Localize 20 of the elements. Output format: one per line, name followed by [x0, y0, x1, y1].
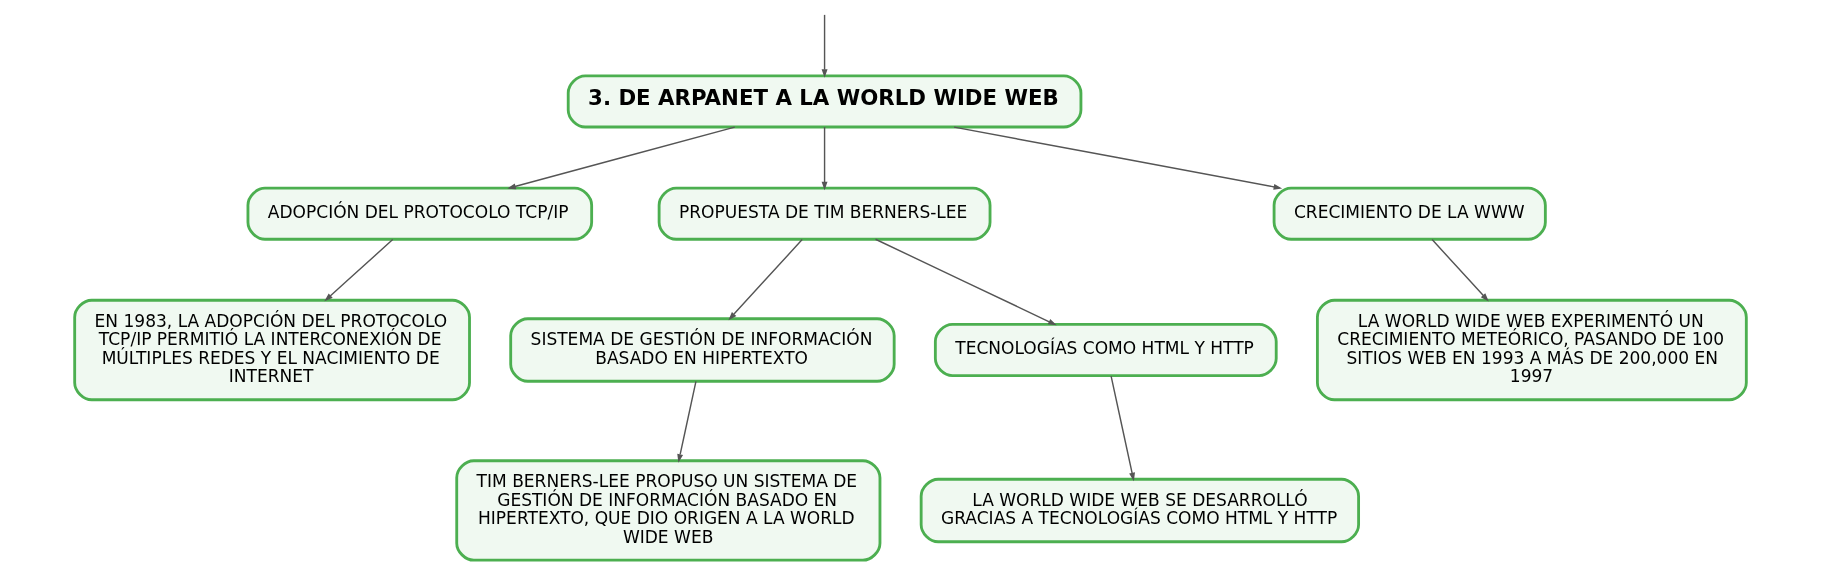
arrow [821, 14, 828, 78]
node-box: TIM BERNERS-LEE PROPUSO UN SISTEMA DE GESTIÓN DE INFORMACIÓN BASADO EN HIPERTEXTO, QUE DIO ORIGEN A LA WORLD WIDE WEB [455, 459, 882, 562]
node-box: 3. DE ARPANET A LA WORLD WIDE WEB [566, 74, 1083, 129]
node-box: ADOPCIÓN DEL PROTOCOLO TCP/IP [246, 186, 594, 241]
arrow [821, 126, 828, 191]
arrow [728, 238, 803, 321]
node-box: CRECIMIENTO DE LA WWW [1272, 186, 1547, 241]
arrow [874, 238, 1057, 326]
arrow [507, 126, 736, 190]
arrow [1431, 238, 1489, 302]
arrow [324, 238, 394, 302]
node-box: SISTEMA DE GESTIÓN DE INFORMACIÓN BASADO EN HIPERTEXTO [509, 317, 896, 383]
node-box: TECNOLOGÍAS COMO HTML Y HTTP [933, 323, 1278, 377]
node-box: LA WORLD WIDE WEB EXPERIMENTÓ UN CRECIMIENTO METEÓRICO, PASANDO DE 100 SITIOS WEB EN 1993 A MÁS DE 200,000 EN 1997 [1316, 298, 1748, 402]
node-box: LA WORLD WIDE WEB SE DESARROLLÓ GRACIAS A TECNOLOGÍAS COMO HTML Y HTTP [919, 477, 1360, 544]
node-box: PROPUESTA DE TIM BERNERS-LEE [657, 186, 992, 241]
node-box: EN 1983, LA ADOPCIÓN DEL PROTOCOLO TCP/IP PERMITIÓ LA INTERCONEXIÓN DE MÚLTIPLES REDES Y EL NACIMIENTO DE INTERNET [73, 298, 471, 402]
arrow [1110, 375, 1135, 482]
arrow [953, 126, 1283, 190]
arrow [677, 380, 697, 463]
